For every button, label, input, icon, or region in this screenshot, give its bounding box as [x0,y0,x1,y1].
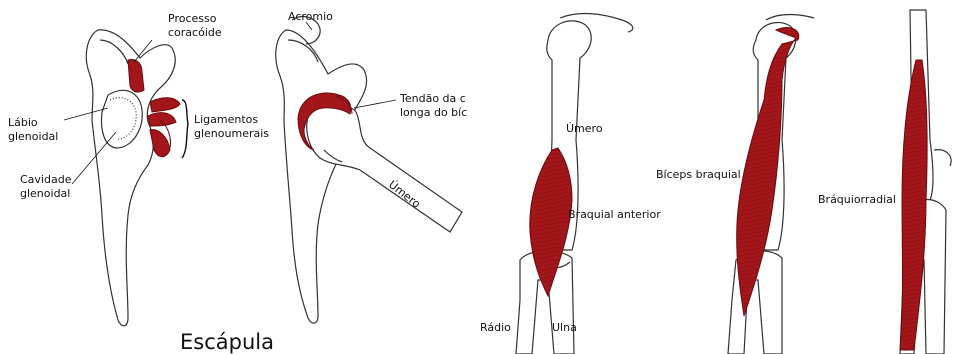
label-processo-coracoide: Processo coracóide [168,12,222,40]
label-ulna: Ulna [552,321,577,335]
label-cavidade-glenoidal: Cavidade glenoidal [20,173,71,201]
label-braquial-anterior: Braquial anterior [568,208,661,222]
scapula-right [276,17,367,324]
label-braquiorradial: Bráquiorradial [818,193,896,207]
label-tendao-biceps: Tendão da c longa do bíc [400,92,467,120]
brachioradialis-muscle [900,60,927,350]
label-acromio: Acromio [288,10,333,24]
arm-one [516,14,633,354]
label-ligamentos-glenoumerais: Ligamentos glenoumerais [194,113,269,141]
label-biceps-braquial: Bíceps braquial [656,168,741,182]
label-umero-arm: Úmero [566,122,603,136]
label-labio-glenoidal: Lábio glenoidal [8,116,58,144]
title-escapula: Escápula [180,330,274,354]
brace [182,100,188,158]
label-radio: Rádio [480,321,511,335]
